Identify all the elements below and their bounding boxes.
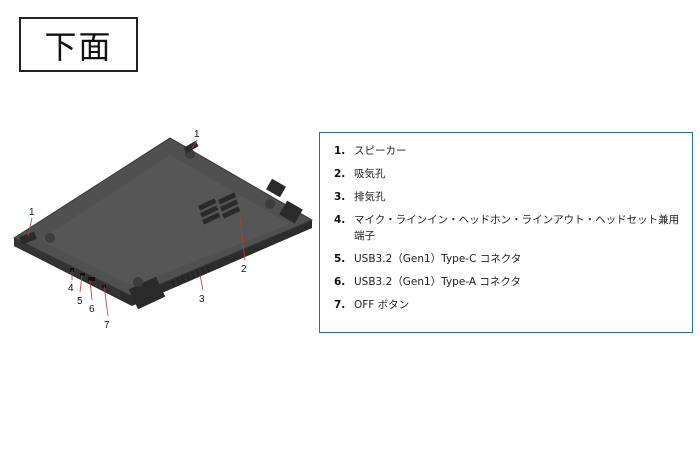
callout-label: 4: [68, 283, 74, 294]
legend-number: 3.: [334, 191, 346, 203]
legend-text: 吸気孔: [354, 168, 386, 180]
legend-number: 1.: [334, 145, 346, 157]
legend-number: 6.: [334, 276, 346, 288]
callout-label: 6: [89, 304, 95, 315]
legend-text: OFF ボタン: [354, 299, 410, 311]
laptop-underside-figure: 1 1 2 3 4 5 6 7: [12, 129, 314, 331]
legend-item: 5. USB3.2（Gen1）Type-C コネクタ: [334, 251, 684, 267]
legend-item: 6. USB3.2（Gen1）Type-A コネクタ: [334, 274, 684, 290]
legend-number: 5.: [334, 253, 346, 265]
legend-text: USB3.2（Gen1）Type-A コネクタ: [354, 276, 521, 288]
callout-label: 7: [104, 320, 110, 331]
legend-text: マイク・ラインイン・ヘッドホン・ラインアウト・ヘッドセット兼用端子: [354, 214, 680, 242]
laptop-illustration: [12, 137, 314, 310]
legend-item: 2. 吸気孔: [334, 166, 684, 182]
callout-label: 1: [194, 129, 200, 140]
legend-text: 排気孔: [354, 191, 386, 203]
legend-item: 7. OFF ボタン: [334, 297, 684, 313]
legend-text: スピーカー: [354, 145, 407, 157]
legend-text: USB3.2（Gen1）Type-C コネクタ: [354, 253, 522, 265]
legend-number: 2.: [334, 168, 346, 180]
parts-legend: 1. スピーカー 2. 吸気孔 3. 排気孔 4. マイク・ラインイン・ヘッドホ…: [319, 132, 693, 333]
legend-number: 4.: [334, 214, 346, 226]
section-title: 下面: [19, 17, 138, 72]
callout-label: 2: [241, 264, 247, 275]
legend-number: 7.: [334, 299, 346, 311]
callout-label: 3: [199, 294, 205, 305]
callout-label: 1: [29, 207, 35, 218]
callout-label: 5: [77, 296, 83, 307]
callout-lines: [27, 139, 246, 317]
legend-item: 4. マイク・ラインイン・ヘッドホン・ラインアウト・ヘッドセット兼用端子: [334, 212, 684, 244]
legend-item: 1. スピーカー: [334, 143, 684, 159]
legend-item: 3. 排気孔: [334, 189, 684, 205]
